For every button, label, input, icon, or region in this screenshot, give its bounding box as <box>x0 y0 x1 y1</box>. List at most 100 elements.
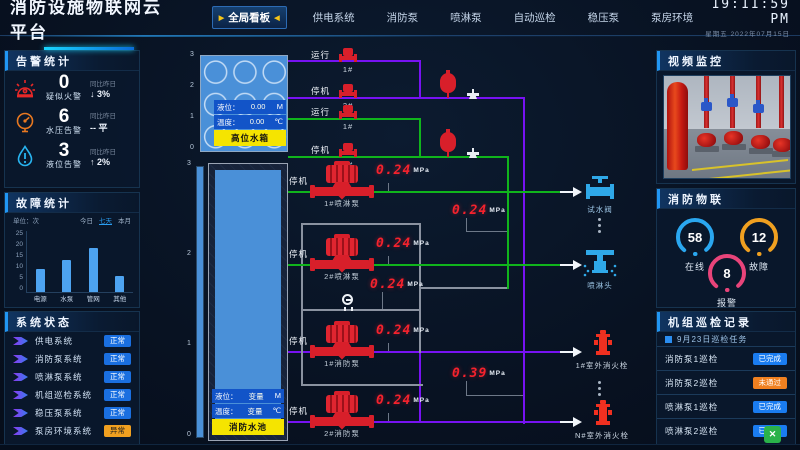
inspection-row[interactable]: 喷淋泵1巡检 已完成 <box>657 394 795 418</box>
valve-photo <box>753 100 764 113</box>
panel-title: 系统状态 <box>5 312 139 332</box>
pool-scale-tick: 3 <box>187 160 191 167</box>
page-title: 消防设施物联网云平台 <box>10 0 170 50</box>
tab-stabilizer-pump[interactable]: 稳压泵 <box>587 12 620 24</box>
clock-time: 19:11:59 PM <box>711 0 790 27</box>
tab-auto-inspection[interactable]: 自动巡检 <box>513 12 556 24</box>
alarm-stat-row: 0 疑似火警 同比昨日 ↓ 3% <box>5 71 139 105</box>
pressure-value: 0.24 <box>452 203 488 218</box>
pressure-value: 0.24 <box>376 393 412 408</box>
high-tank-info: 液位： 0.00 M 温度： 0.00 ℃ 高位水箱 <box>214 100 286 146</box>
camera-feed[interactable] <box>663 75 791 179</box>
active-marker-left-icon: ▶ <box>218 14 225 22</box>
arrow-icon <box>13 409 28 417</box>
level-unit: M <box>274 390 281 400</box>
y-tick: 25 <box>15 230 23 237</box>
gauge-label: 在线 <box>684 262 705 272</box>
sprinkler-head-icon <box>583 250 617 277</box>
tab-fire-pump[interactable]: 消防泵 <box>386 12 419 24</box>
clock: 19:11:59 PM 星期五 2022年07月15日 <box>699 0 790 38</box>
branch-state: 运行 <box>310 50 330 60</box>
pool-scale-tick: 0 <box>187 431 191 438</box>
flow-arrow-icon <box>560 417 584 427</box>
ellipsis-icon <box>598 218 602 236</box>
temp-unit: ℃ <box>272 405 281 415</box>
pressure-value: 0.24 <box>370 277 406 292</box>
tab-sprinkler-pump[interactable]: 喷淋泵 <box>450 12 482 24</box>
status-badge: 正常 <box>104 353 131 365</box>
alarm-compare: 同比昨日 ↓ 3% <box>90 78 132 99</box>
inspection-badge: 已完成 <box>752 352 787 365</box>
gauge-value: 12 <box>751 229 767 245</box>
fire-pump-2-icon[interactable] <box>310 391 374 431</box>
fire-alarm-icon <box>12 76 38 100</box>
range-tab-month[interactable]: 本月 <box>118 218 131 225</box>
pipe <box>288 191 560 193</box>
sprinkler-pump-1-icon[interactable] <box>310 161 374 201</box>
gauge-arc <box>708 254 746 292</box>
stabilizer-valve-icon[interactable] <box>339 47 357 63</box>
pump-name: 2#喷淋泵 <box>324 272 360 281</box>
range-tab-week[interactable]: 七天 <box>99 218 112 225</box>
trend-value: -- 平 <box>90 123 108 133</box>
bar-category-label: 水泵 <box>60 296 74 303</box>
tab-global-board[interactable]: ▶ 全局看板 ◀ <box>211 6 287 29</box>
flow-arrow-icon <box>560 260 584 270</box>
stabilizer-valve-icon[interactable] <box>339 142 357 158</box>
sensor-line <box>382 292 383 309</box>
tank-scale-tick: 0 <box>190 144 194 151</box>
pressure-unit: MPa <box>413 397 430 404</box>
bar-category-label: 管网 <box>86 296 100 303</box>
pressure-value: 0.24 <box>376 163 412 178</box>
compare-label: 同比昨日 <box>90 113 116 120</box>
status-badge: 正常 <box>104 335 131 347</box>
video-panel: 视频监控 <box>656 50 796 184</box>
tab-pump-room-env[interactable]: 泵房环境 <box>651 12 694 24</box>
footer-bar <box>0 444 800 450</box>
trend-value: ↑ 2% <box>90 156 111 167</box>
fault-bar <box>88 247 98 292</box>
arrow-icon <box>13 391 28 399</box>
pipe <box>288 421 560 423</box>
pump-state: 停机 <box>288 336 308 346</box>
arrow-icon <box>13 427 28 435</box>
pipe <box>301 223 303 386</box>
inspection-row[interactable]: 消防泵2巡检 未通过 <box>657 370 795 394</box>
arrow-icon <box>13 373 28 381</box>
sensor-line <box>388 183 389 191</box>
pipe <box>523 97 525 424</box>
tank-scale-tick: 2 <box>190 82 194 89</box>
pipe <box>419 60 421 99</box>
sensor-line <box>388 413 389 421</box>
floating-action-button[interactable]: ✕ <box>764 426 781 443</box>
arrow-icon <box>13 337 28 345</box>
gauge-arc <box>740 218 778 256</box>
pump-base-photo <box>722 144 746 150</box>
status-row: 稳压泵系统 正常 <box>5 404 139 422</box>
pressure-unit: MPa <box>489 370 506 377</box>
pressure-unit: MPa <box>407 281 424 288</box>
stabilizer-valve-icon[interactable] <box>339 104 357 120</box>
branch-number: 1# <box>342 122 354 131</box>
bar-column: 水泵 <box>60 231 73 303</box>
alarm-count: 6 <box>58 106 70 127</box>
outlet-label: 1#室外消火栓 <box>575 361 629 370</box>
fault-chart-bars: 电源水泵管网其他 <box>26 231 133 303</box>
status-row: 喷淋泵系统 正常 <box>5 368 139 386</box>
inspection-row[interactable]: 消防泵1巡检 已完成 <box>657 346 795 370</box>
active-marker-right-icon: ◀ <box>274 14 280 22</box>
range-tab-today[interactable]: 今日 <box>80 218 93 225</box>
iot-panel: 消防物联 58 在线 12 故障 8 报警 <box>656 188 796 308</box>
tank-name-label: 消防水池 <box>212 419 284 435</box>
sprinkler-pump-2-icon[interactable] <box>310 234 374 274</box>
stabilizer-valve-icon[interactable] <box>339 83 357 99</box>
tab-power-system[interactable]: 供电系统 <box>312 12 355 24</box>
fire-pump-1-icon[interactable] <box>310 321 374 361</box>
inspection-badge: 已完成 <box>752 400 787 413</box>
